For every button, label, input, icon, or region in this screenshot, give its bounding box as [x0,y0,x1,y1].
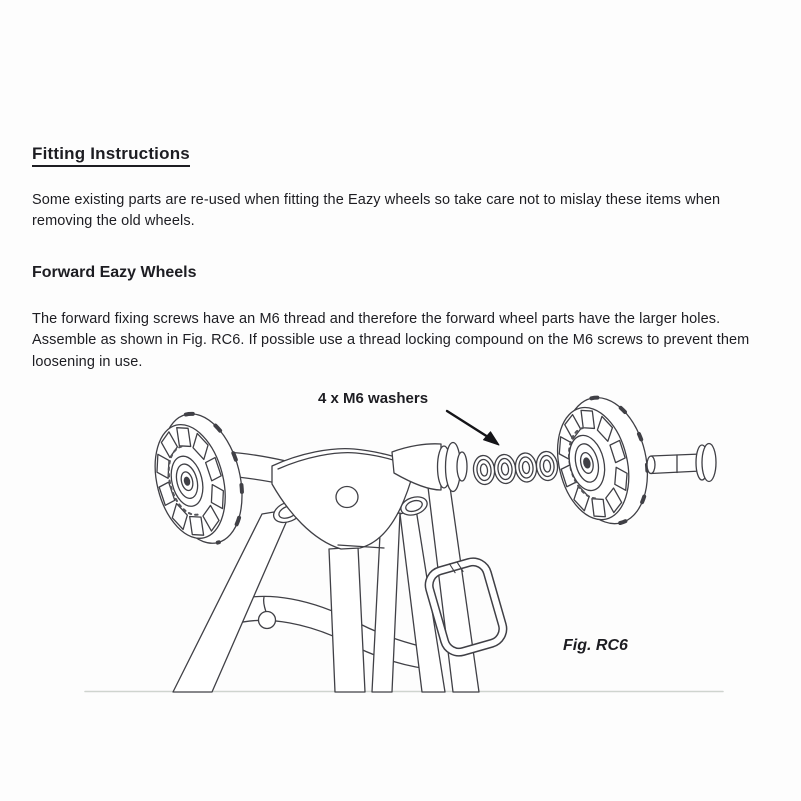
section-paragraph: The forward fixing screws have an M6 thr… [32,310,750,370]
brace-knob [257,610,277,630]
exploded-diagram [84,395,724,693]
frame-leg [328,546,366,693]
trolley-frame [223,441,468,550]
figure-rc6 [0,378,801,708]
bag-support-bracket [424,557,508,657]
page-title: Fitting Instructions [32,144,190,168]
frame-socket-right [400,496,428,516]
m6-washer [472,454,496,486]
trolley-frame-legs [172,479,480,693]
section-heading: Forward Eazy Wheels [32,264,197,282]
left-eazy-wheel [154,411,244,545]
intro-paragraph: Some existing parts are re-used when fit… [32,191,721,230]
washers-callout-label: 4 x M6 washers [318,390,429,407]
m6-washer [535,450,559,482]
gusset-hole [335,485,359,509]
m6-fixing-screw [646,442,717,483]
m6-washers [472,450,559,486]
right-eazy-wheel [557,395,650,526]
right-axle-tube [391,443,442,491]
figure-caption: Fig. RC6 [563,637,628,654]
m6-washer [514,452,538,483]
washers-arrow [445,409,500,446]
m6-washer [493,453,517,485]
